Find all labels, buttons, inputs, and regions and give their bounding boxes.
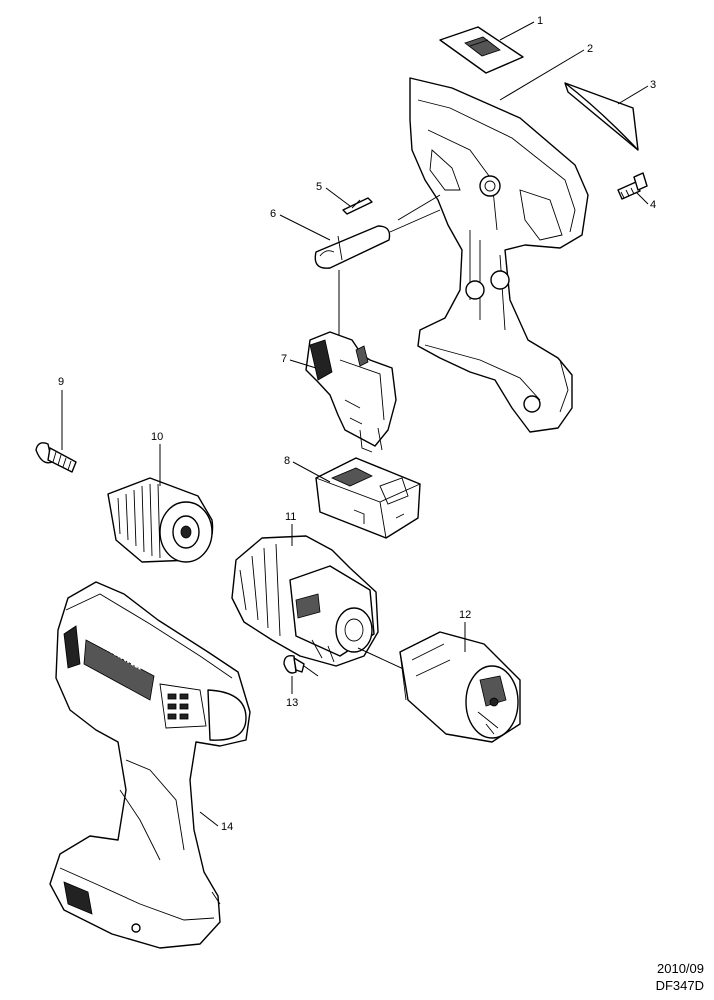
part-4-shape [617,172,648,200]
part-number-6: 6 [270,208,276,220]
leader-3 [617,85,649,105]
part-1-shape [439,26,524,74]
leader-14 [199,811,219,827]
part-number-5: 5 [316,181,322,193]
leader-1 [499,21,535,41]
leader-5 [325,187,351,207]
part-13-shape [283,654,305,674]
revision-date: 2010/09 [657,961,704,976]
leader-2 [499,49,585,101]
leader-13-to-11 [303,665,319,677]
part-12-shape [399,631,521,743]
model-number: DF347D [655,978,704,993]
part-number-13: 13 [286,697,298,709]
part-number-3: 3 [650,79,656,91]
leader-7 [289,359,317,369]
part-number-2: 2 [587,43,593,55]
leader-4 [635,191,649,205]
part-8-shape [315,457,421,539]
part-5-shape [342,197,373,215]
part-number-8: 8 [284,455,290,467]
part-3-shape [564,82,639,151]
part-number-7: 7 [281,353,287,365]
part-number-10: 10 [151,431,163,443]
part-number-11: 11 [285,511,296,523]
part-14-shape: makita [49,581,251,949]
leader-6 [279,214,331,241]
leader-6-to-2 [397,194,441,221]
part-11-shape [231,535,379,667]
part-7-shape [305,331,397,453]
part-2-shape [409,77,589,433]
diagram-footer: 2010/09 DF347D [656,960,704,994]
leader-11-to-12 [357,647,411,673]
part-9-shape [35,442,77,473]
part-number-1: 1 [537,15,543,27]
part-number-4: 4 [650,199,656,211]
part-number-12: 12 [459,609,471,621]
part-number-9: 9 [58,376,64,388]
part-10-shape [107,477,214,563]
leader-8 [292,461,331,483]
part-6-shape [314,209,441,269]
part-number-14: 14 [221,821,233,833]
